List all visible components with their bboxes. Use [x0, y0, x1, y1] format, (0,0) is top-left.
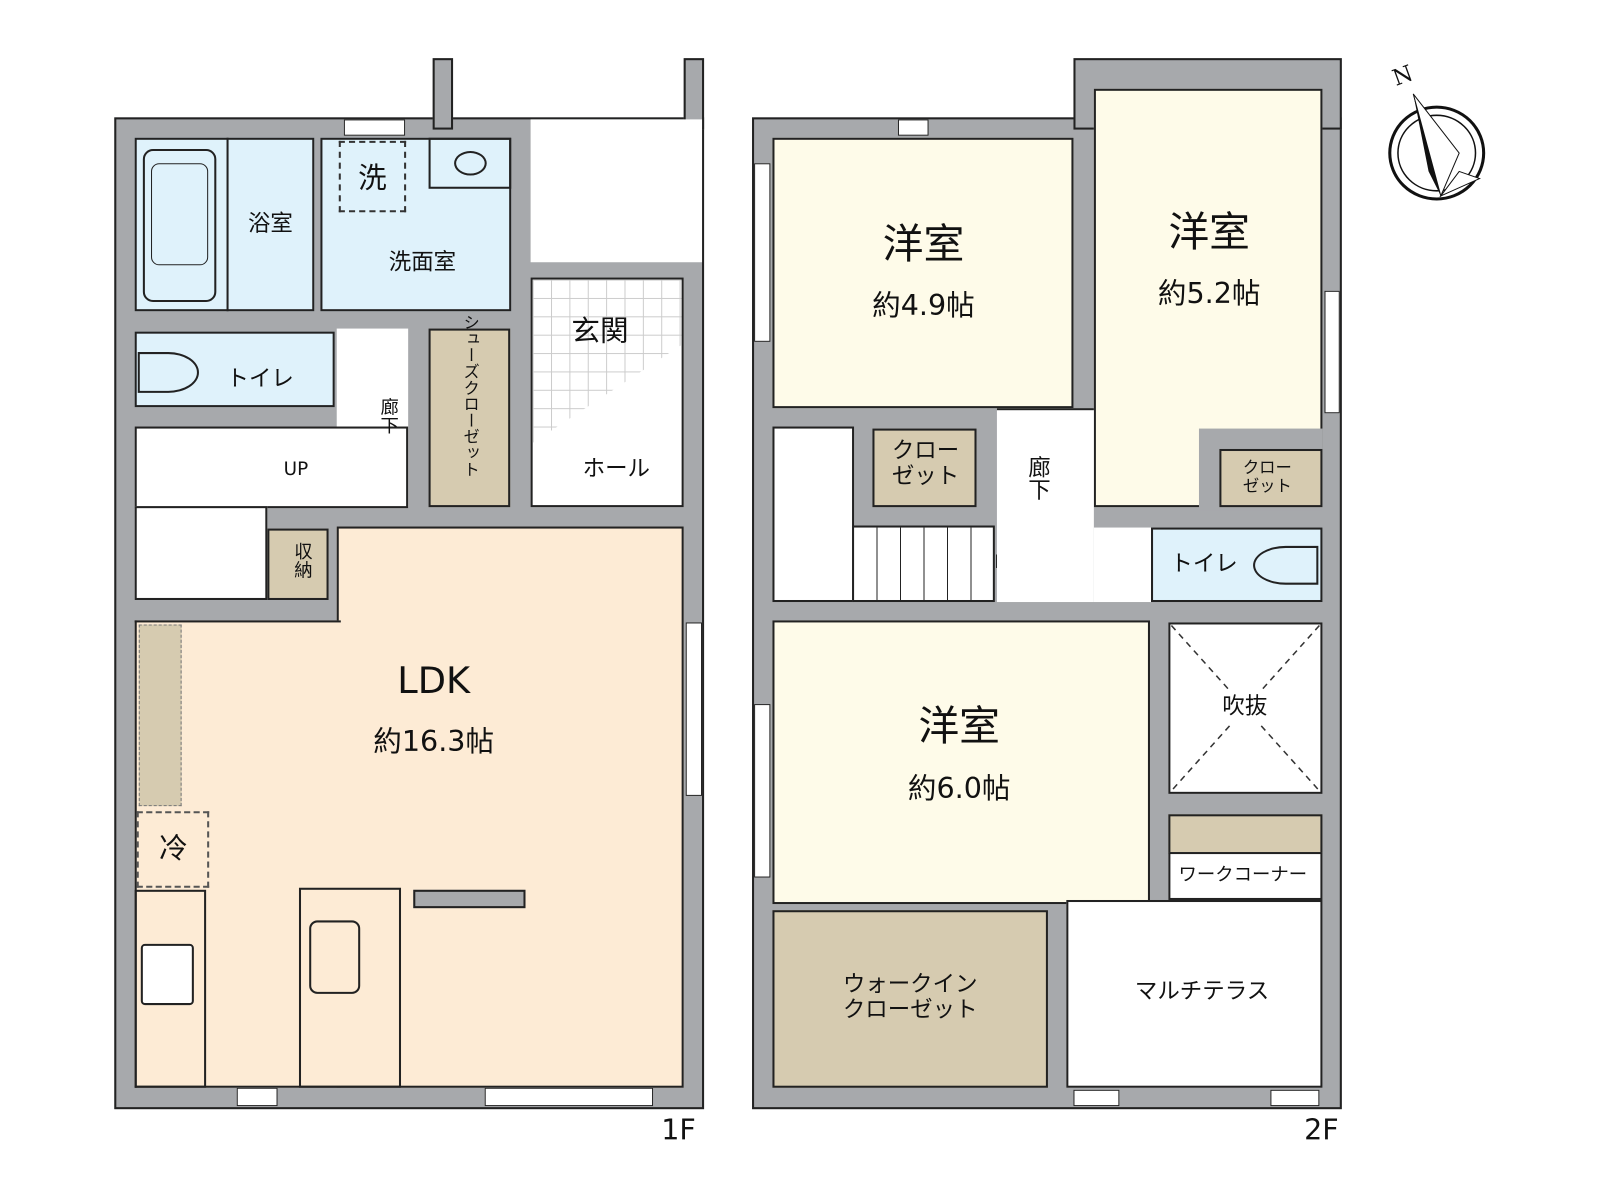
window	[685, 622, 703, 796]
stairs-2f-flight	[852, 525, 995, 603]
closet-a	[872, 428, 977, 508]
room-label-corridor-2f: 廊下	[1024, 456, 1050, 507]
room-label-corridor-1f: 廊下	[377, 397, 399, 440]
room-label-western-a: 洋室	[882, 221, 965, 269]
room-label-hall: ホール	[582, 456, 651, 482]
room-label-closet-a: クローゼット	[891, 438, 960, 490]
window	[484, 1087, 654, 1107]
room-label-washroom: 洗面室	[388, 250, 457, 276]
room-label-shoe-closet: シューズクローゼット	[460, 314, 479, 482]
kitchen-counter	[134, 889, 207, 1088]
cooktop-icon	[140, 943, 194, 1006]
floor-label-2f: 2F	[1304, 1113, 1339, 1147]
room-label-void: 吹抜	[1222, 694, 1268, 720]
kitchen-island	[298, 887, 402, 1088]
bathroom	[134, 137, 315, 312]
stairs-up-label: UP	[283, 458, 309, 481]
western-room-a	[772, 137, 1074, 409]
window	[1270, 1089, 1320, 1107]
window	[754, 704, 771, 878]
window	[1073, 1089, 1120, 1107]
stairs-landing	[134, 426, 409, 509]
corridor-2f-ext	[1093, 527, 1152, 603]
corridor-2f	[996, 408, 1094, 603]
room-label-toilet-2f: トイレ	[1170, 551, 1238, 577]
window	[1324, 290, 1340, 414]
sink-icon	[454, 151, 487, 176]
window	[343, 119, 406, 136]
western-room-c	[772, 620, 1150, 905]
walk-in-closet	[772, 910, 1048, 1088]
room-label-storage: 収納	[290, 541, 313, 585]
room-label-multi-terrace: マルチテラス	[1134, 978, 1270, 1005]
work-desk	[1168, 814, 1323, 855]
room-label-western-b: 洋室	[1168, 209, 1250, 257]
washer-space	[338, 140, 407, 213]
toilet-icon	[137, 352, 199, 393]
kitchen-sink-icon	[309, 920, 361, 994]
window	[897, 119, 929, 136]
room-label-closet-b: クローゼット	[1242, 457, 1292, 496]
room-label-entrance: 玄関	[571, 314, 629, 348]
shoe-closet-text: シューズクローゼット	[460, 314, 480, 478]
window	[236, 1087, 278, 1107]
work-corner	[1168, 852, 1323, 900]
wall-1f-stub	[432, 58, 454, 130]
stairs-2f	[772, 426, 855, 603]
counter-bar	[413, 889, 526, 909]
toilet-icon	[1253, 545, 1319, 585]
bathtub-icon	[142, 148, 217, 303]
corridor-2f-text: 廊下	[1024, 455, 1050, 501]
shoe-closet	[428, 328, 511, 508]
bath-divider	[226, 137, 229, 312]
room-size-ldk: 約16.3帖	[373, 724, 495, 759]
room-size-western-a: 約4.9帖	[872, 288, 975, 323]
void-label-bg	[1214, 689, 1276, 725]
room-label-ldk: LDK	[397, 660, 471, 703]
corridor-text: 廊下	[377, 397, 399, 435]
porch-area	[530, 119, 703, 263]
room-size-western-b: 約5.2帖	[1157, 276, 1261, 311]
room-label-bath: 浴室	[247, 211, 293, 238]
toilet-2f	[1151, 527, 1323, 603]
ldk	[336, 526, 684, 1088]
cupboard	[138, 624, 182, 807]
room-size-western-c: 約6.0帖	[907, 771, 1011, 805]
window	[754, 163, 771, 342]
fridge-label: 冷	[159, 831, 188, 866]
fridge-space	[136, 811, 210, 888]
floor-label-1f: 1F	[661, 1113, 696, 1147]
closet-b	[1219, 448, 1323, 508]
multi-terrace	[1066, 899, 1323, 1088]
room-label-toilet-1f: トイレ	[226, 366, 294, 393]
sink-counter	[428, 137, 512, 189]
room-label-walk-in-closet: ウォークインクローゼット	[842, 972, 978, 1024]
room-label-work-corner: ワークコーナー	[1178, 863, 1308, 886]
stairs-1f	[134, 506, 268, 600]
storage-text: 収納	[291, 541, 313, 579]
room-label-western-c: 洋室	[918, 703, 1000, 750]
washer-label: 洗	[358, 161, 387, 195]
storage-1f	[267, 528, 329, 600]
bathtub-inner	[151, 163, 209, 266]
